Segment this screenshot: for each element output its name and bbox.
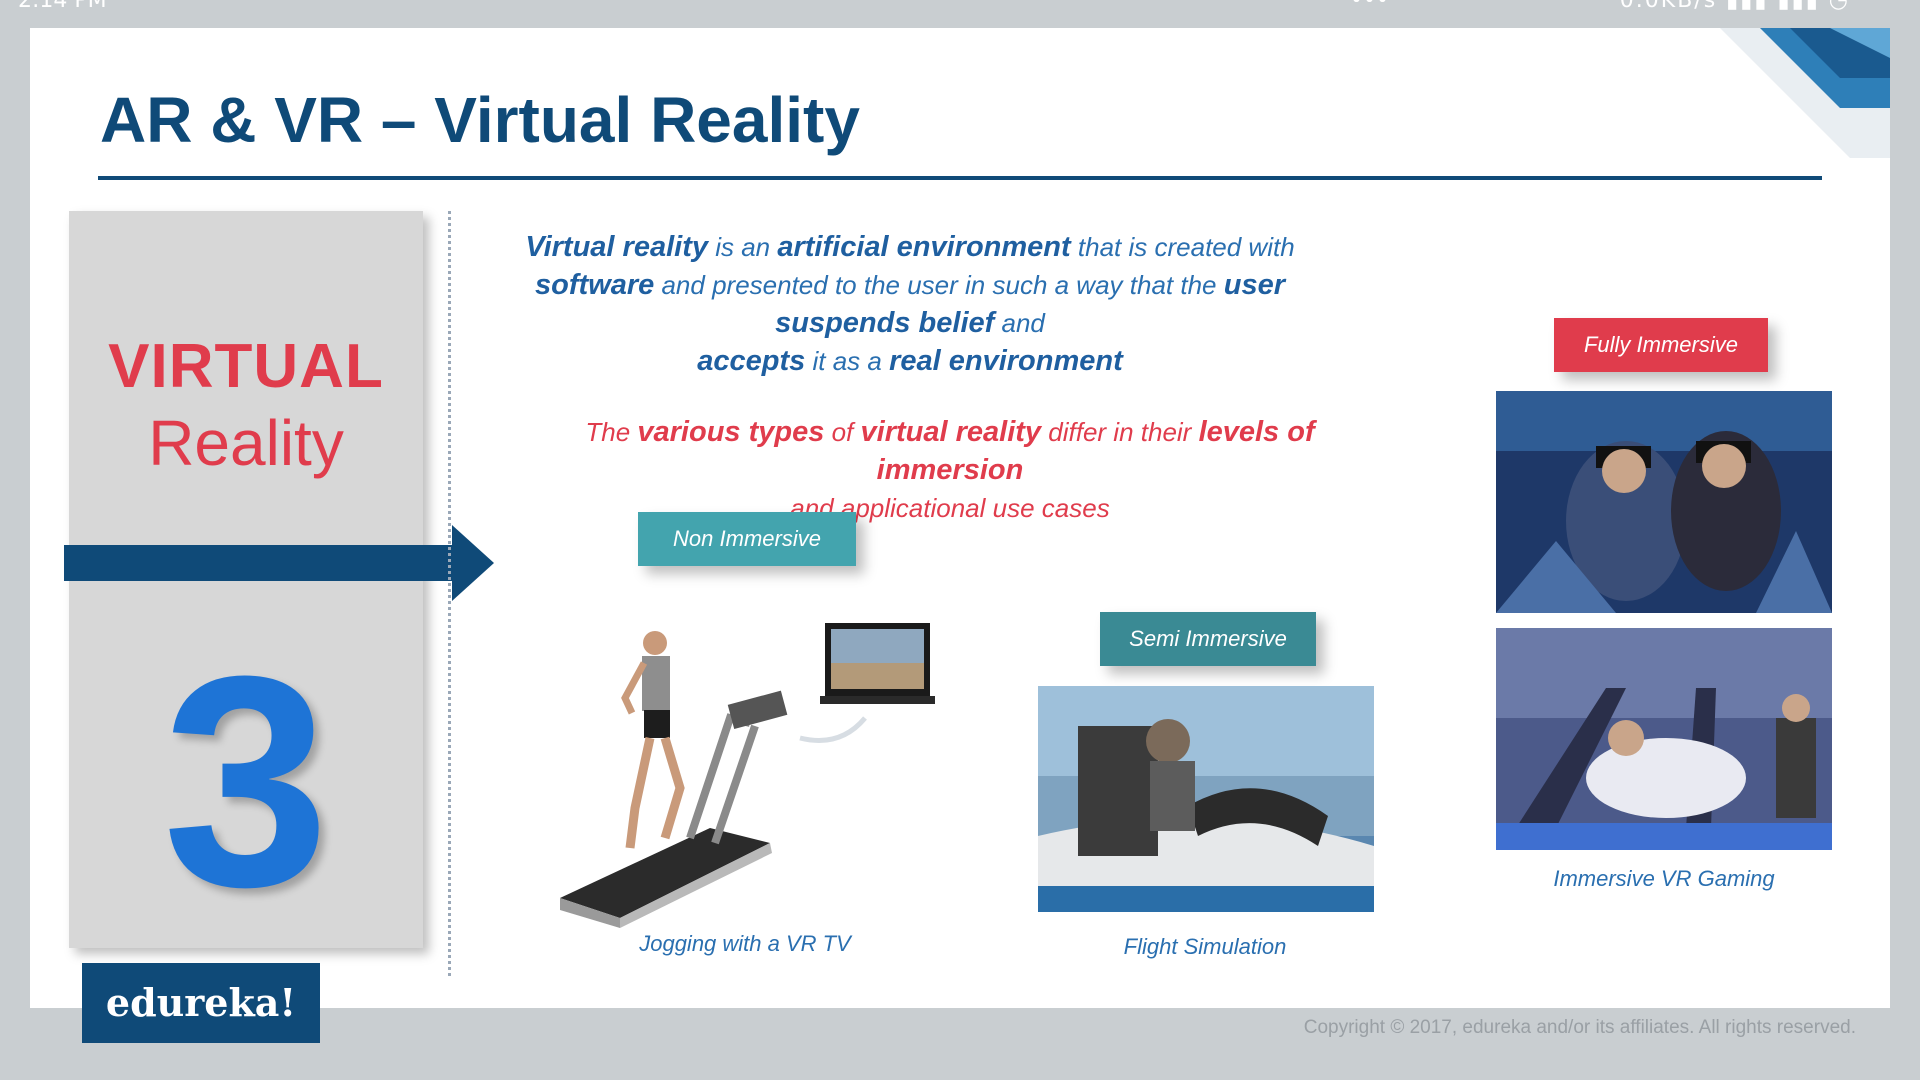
definition-part: and presented to the user in such a way … bbox=[654, 270, 1224, 300]
gaming-caption: Immersive VR Gaming bbox=[1553, 866, 1775, 891]
types-part: levels of immersion bbox=[876, 416, 1315, 486]
arrow-right-icon bbox=[64, 525, 494, 601]
treadmill-image bbox=[540, 598, 940, 938]
definition-part: is an bbox=[707, 232, 778, 262]
signal-icon: ▮▮▮ ▮▮▮ ◔ bbox=[1726, 0, 1850, 13]
vr-gaming-image-2 bbox=[1496, 628, 1832, 850]
definition-text: Virtual reality is an artificial environ… bbox=[500, 228, 1320, 380]
presentation-slide: AR & VR – Virtual Reality VIRTUAL Realit… bbox=[30, 28, 1890, 1008]
status-time: 2:14 PM bbox=[18, 0, 107, 13]
definition-part: artificial environment bbox=[777, 231, 1071, 263]
status-bar: 2:14 PM ••• 0.0KB/s ▮▮▮ ▮▮▮ ◔ bbox=[0, 0, 1920, 22]
definition-part: it as a bbox=[805, 346, 890, 376]
fully-immersive-tag: Fully Immersive bbox=[1554, 318, 1768, 372]
more-dots-icon: ••• bbox=[1350, 0, 1389, 13]
jogging-caption: Jogging with a VR TV bbox=[639, 931, 851, 956]
edureka-logo: edureka! bbox=[82, 963, 320, 1043]
network-speed: 0.0KB/s bbox=[1619, 0, 1718, 13]
topic-panel: VIRTUAL Reality 3 bbox=[69, 211, 423, 948]
definition-part: software bbox=[534, 269, 655, 301]
panel-word-reality: Reality bbox=[148, 407, 344, 479]
semi-immersive-tag: Semi Immersive bbox=[1100, 612, 1316, 666]
definition-part: Virtual reality bbox=[525, 231, 708, 263]
definition-part: that is created with bbox=[1070, 232, 1295, 262]
types-text: The various types of virtual reality dif… bbox=[510, 413, 1390, 527]
flight-simulator-image bbox=[1038, 686, 1374, 912]
types-part: differ in their bbox=[1041, 417, 1199, 447]
definition-part: real environment bbox=[889, 345, 1123, 377]
types-part: The bbox=[585, 417, 638, 447]
section-number: 3 bbox=[162, 613, 330, 949]
vr-gaming-image-1 bbox=[1496, 391, 1832, 613]
corner-decoration bbox=[1720, 28, 1890, 158]
slide-title: AR & VR – Virtual Reality bbox=[100, 84, 860, 156]
types-part: virtual reality bbox=[860, 416, 1042, 448]
panel-word-virtual: VIRTUAL bbox=[108, 332, 384, 401]
flight-caption: Flight Simulation bbox=[1123, 934, 1287, 959]
definition-part: and bbox=[994, 308, 1045, 338]
copyright-text: Copyright © 2017, edureka and/or its aff… bbox=[1303, 1017, 1856, 1038]
divider bbox=[448, 211, 451, 976]
types-part: of bbox=[824, 417, 861, 447]
status-icons: 0.0KB/s ▮▮▮ ▮▮▮ ◔ bbox=[1620, 0, 1850, 13]
types-part: various types bbox=[637, 416, 825, 448]
non-immersive-tag: Non Immersive bbox=[638, 512, 856, 566]
definition-part: user suspends belief bbox=[775, 269, 1285, 339]
title-underline bbox=[98, 176, 1822, 180]
definition-part: accepts bbox=[697, 345, 806, 377]
